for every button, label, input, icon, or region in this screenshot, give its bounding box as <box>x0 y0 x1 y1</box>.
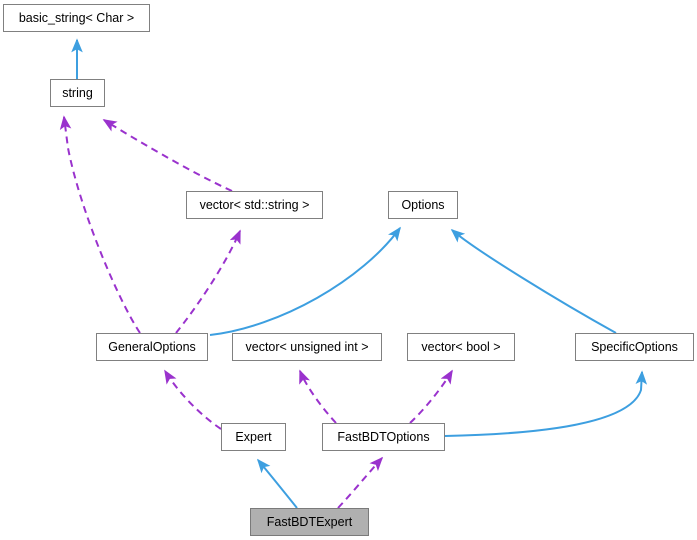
class-node-fastbdt_options[interactable]: FastBDTOptions <box>322 423 445 451</box>
class-node-label: vector< bool > <box>421 339 501 354</box>
class-node-string[interactable]: string <box>50 79 105 107</box>
edge-vector_string-to-string <box>102 119 233 192</box>
class-node-vector_string[interactable]: vector< std::string > <box>186 191 323 219</box>
class-node-label: vector< std::string > <box>199 197 310 212</box>
class-node-label: string <box>62 85 93 100</box>
edge-general_options-to-string <box>59 115 141 334</box>
edge-expert-to-general_options <box>164 369 222 430</box>
class-node-label: basic_string< Char > <box>18 10 135 25</box>
class-node-label: Options <box>401 197 445 212</box>
edge-fastbdt_options-to-vector_bool <box>409 369 453 424</box>
edge-general_options-to-vector_string <box>175 229 241 334</box>
class-node-label: FastBDTOptions <box>337 429 430 444</box>
class-node-options[interactable]: Options <box>388 191 458 219</box>
class-node-vector_uint[interactable]: vector< unsigned int > <box>232 333 382 361</box>
edge-fastbdt_options-to-specific_options <box>444 370 648 437</box>
class-node-fastbdt_expert[interactable]: FastBDTExpert <box>250 508 369 536</box>
class-node-label: Expert <box>235 429 272 444</box>
class-node-label: vector< unsigned int > <box>245 339 369 354</box>
class-node-vector_bool[interactable]: vector< bool > <box>407 333 515 361</box>
class-node-basic_string[interactable]: basic_string< Char > <box>3 4 150 32</box>
edge-fastbdt_expert-to-fastbdt_options <box>337 456 384 509</box>
class-node-expert[interactable]: Expert <box>221 423 286 451</box>
edge-general_options-to-options <box>209 226 401 336</box>
edge-fastbdt_expert-to-expert <box>256 458 298 509</box>
class-node-general_options[interactable]: GeneralOptions <box>96 333 208 361</box>
edge-fastbdt_options-to-vector_uint <box>299 369 337 424</box>
class-node-specific_options[interactable]: SpecificOptions <box>575 333 694 361</box>
class-node-label: GeneralOptions <box>108 339 196 354</box>
class-node-label: FastBDTExpert <box>266 514 353 529</box>
class-node-label: SpecificOptions <box>591 339 678 354</box>
edge-specific_options-to-options <box>450 228 617 334</box>
